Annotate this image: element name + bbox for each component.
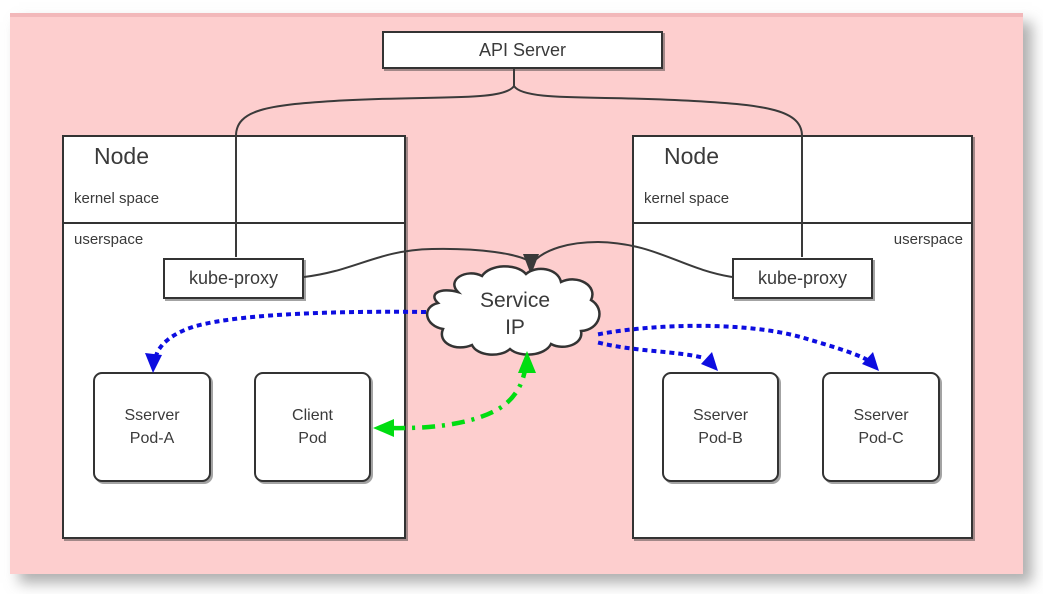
node-left-kernel-userspace-divider	[64, 222, 404, 224]
service-ip-label-line2: IP	[505, 316, 525, 340]
node-left-title: Node	[94, 143, 149, 169]
pod-server-b-line2: Pod-B	[698, 430, 743, 447]
pod-server-a-box: Sserver Pod-A	[93, 372, 211, 482]
node-right-kernel-space-label: kernel space	[644, 190, 730, 207]
pod-server-c-box: Sserver Pod-C	[822, 372, 940, 482]
node-right-userspace-label: userspace	[893, 231, 963, 248]
api-server-box: API Server	[382, 31, 663, 69]
pod-server-c-line1: Sserver	[853, 406, 909, 424]
node-left-kernel-space-label: kernel space	[74, 190, 160, 207]
service-ip-label: Service IP	[454, 287, 576, 342]
service-ip-label-line1: Service	[479, 289, 551, 312]
pod-client-line1: Client	[292, 406, 333, 424]
kube-proxy-left-box: kube-proxy	[163, 258, 304, 299]
node-right-kernel-userspace-divider	[634, 222, 971, 224]
kube-proxy-left-label: kube-proxy	[188, 268, 279, 288]
node-right-title: Node	[664, 143, 719, 169]
pod-client-box: Client Pod	[254, 372, 371, 482]
pod-server-c-line2: Pod-C	[858, 430, 904, 447]
node-left-userspace-label: userspace	[74, 231, 144, 248]
pod-server-a-line2: Pod-A	[129, 430, 175, 447]
pod-server-b-line1: Sserver	[692, 406, 749, 424]
pod-client-line2: Pod	[298, 430, 327, 447]
api-server-label: API Server	[478, 39, 567, 60]
pod-server-b-box: Sserver Pod-B	[662, 372, 779, 482]
kube-proxy-right-box: kube-proxy	[732, 258, 873, 299]
pod-server-a-line1: Sserver	[124, 406, 180, 424]
kube-proxy-right-label: kube-proxy	[757, 268, 848, 288]
